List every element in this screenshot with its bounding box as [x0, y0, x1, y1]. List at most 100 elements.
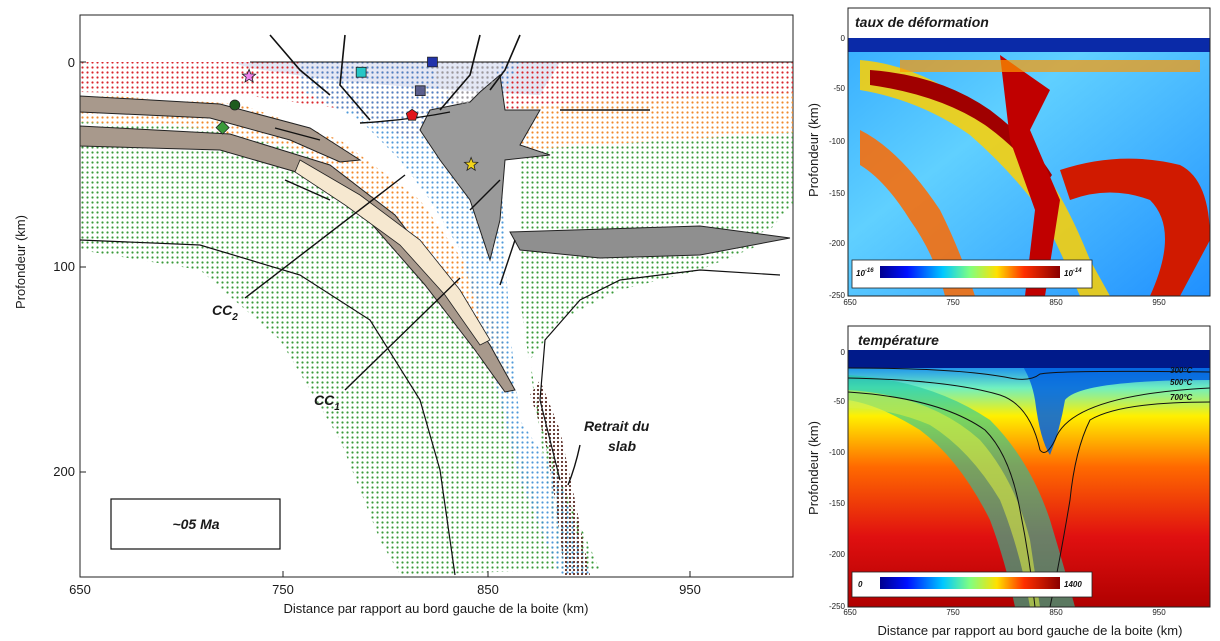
strain-ytick-50: -50 — [833, 84, 845, 93]
fault-line-3 — [439, 34, 481, 111]
main-plot-area — [80, 34, 793, 576]
cc1-text: CC — [314, 392, 335, 408]
strain-cbar-max-exp: -14 — [1073, 268, 1082, 274]
main-ylabel: Profondeur (km) — [13, 215, 28, 309]
cc1-label: CC1 — [314, 392, 340, 413]
cc2-sub: 2 — [231, 312, 238, 323]
temp-xtick-950: 950 — [1152, 608, 1166, 617]
marker-star-0 — [241, 68, 257, 83]
temp-frame — [847, 325, 1211, 608]
strain-frame — [847, 7, 1211, 297]
temp-wedge-dip — [1010, 350, 1210, 455]
blue-wedge — [300, 62, 590, 575]
orange-layer-right — [520, 92, 793, 150]
strain-ytick-100: -100 — [829, 137, 846, 146]
age-label: ~05 Ma — [172, 516, 219, 532]
strain-ytick-250: -250 — [829, 291, 846, 300]
marker-star-7 — [463, 156, 479, 172]
temp-xlabel: Distance par rapport au bord gauche de l… — [878, 623, 1183, 638]
arrow-slab-1 — [274, 127, 321, 141]
strain-cbar-min-exp: -16 — [865, 268, 874, 274]
temp-ytick-150: -150 — [829, 499, 846, 508]
marker-square-2 — [427, 56, 438, 68]
main-xtick-850: 850 — [477, 582, 499, 597]
fault-line-4 — [489, 34, 521, 91]
retrait-arrow — [567, 444, 581, 486]
mantle-boundary-curve — [80, 239, 456, 576]
slab-tail — [530, 380, 590, 575]
temp-ytick-50: -50 — [833, 397, 845, 406]
age-box — [110, 498, 281, 550]
marker-circle-4 — [229, 99, 241, 111]
temp-title: température — [858, 332, 939, 348]
cc1-sub: 1 — [334, 402, 340, 413]
cc2-leader-line — [244, 174, 406, 299]
marker-pentagon-6 — [405, 108, 419, 121]
temp-xtick-850: 850 — [1049, 608, 1063, 617]
slab-core — [294, 159, 491, 346]
temp-xtick-650: 650 — [843, 608, 857, 617]
strain-panel: taux de déformation 10-16 10-14 0 -50 -1… — [806, 7, 1211, 307]
strain-xtick-950: 950 — [1152, 298, 1166, 307]
temp-ytick-0: 0 — [841, 348, 846, 357]
strain-ytick-200: -200 — [829, 239, 846, 248]
main-xtick-750: 750 — [272, 582, 294, 597]
isotherm-700 — [848, 391, 1210, 607]
marker-square-3 — [414, 85, 426, 96]
isotherm-300 — [848, 367, 1210, 380]
strain-surface-band — [848, 38, 1210, 52]
temp-ytick-250: -250 — [829, 602, 846, 611]
arrow-upper-1 — [359, 111, 451, 124]
isotherm-label-500: 500°C — [1170, 378, 1193, 387]
retrait-label-1: Retrait du — [584, 418, 650, 434]
strain-ylabel: Profondeur (km) — [806, 103, 821, 197]
strain-xtick-650: 650 — [843, 298, 857, 307]
strain-ytick-0: 0 — [841, 34, 846, 43]
strain-cbar-max: 10-14 — [1064, 268, 1082, 278]
strain-heatmap — [848, 8, 1210, 296]
arrow-slab-2 — [284, 179, 331, 201]
cc1-leader-line — [344, 277, 461, 391]
isotherm-label-300: 300°C — [1170, 366, 1193, 375]
temp-ytick-100: -100 — [829, 448, 846, 457]
orange-slab-band — [80, 94, 512, 385]
main-xlabel: Distance par rapport au bord gauche de l… — [284, 601, 589, 616]
temp-colorbar — [880, 577, 1060, 589]
temp-heatmap — [848, 326, 1210, 607]
temp-xtick-750: 750 — [946, 608, 960, 617]
strain-wedge-shear — [1000, 55, 1060, 296]
strain-right-lobe — [1060, 158, 1210, 296]
cc2-text: CC — [212, 302, 233, 318]
fault-line-1 — [269, 34, 331, 96]
right-boundary-curve — [539, 269, 781, 481]
strain-left-lobe — [860, 130, 975, 296]
strain-title: taux de déformation — [855, 14, 989, 30]
strain-cbar-min: 10-16 — [856, 268, 874, 278]
strain-colorbar — [880, 266, 1060, 278]
cc2-label: CC2 — [212, 302, 238, 323]
temp-ylabel: Profondeur (km) — [806, 421, 821, 515]
temp-cbar-min: 0 — [858, 580, 863, 589]
main-ytick-100: 100 — [53, 259, 75, 274]
isotherm-500 — [848, 377, 1210, 453]
grey-tongue — [509, 225, 791, 259]
arrow-wedge-2 — [499, 239, 516, 286]
main-ytick-200: 200 — [53, 464, 75, 479]
strain-slab-shear — [870, 70, 1052, 185]
temp-slab-warm — [848, 390, 1040, 607]
strain-cbar-max-base: 10 — [1064, 269, 1073, 278]
main-xtick-650: 650 — [69, 582, 91, 597]
retrait-label-2: slab — [608, 438, 636, 454]
temp-title-band — [848, 326, 1210, 350]
main-panel: 0 100 200 650 750 850 950 Distance par r… — [13, 14, 794, 616]
main-markers — [215, 56, 479, 172]
marker-diamond-5 — [215, 120, 230, 135]
arrow-wedge-1 — [469, 179, 501, 211]
temp-panel: température 300°C 500°C 700°C 0 1400 0 -… — [806, 325, 1211, 638]
main-xtick-950: 950 — [679, 582, 701, 597]
temp-surface-band — [848, 350, 1210, 368]
temp-ytick-200: -200 — [829, 550, 846, 559]
strain-top-layer — [900, 60, 1200, 72]
brown-upper-band — [80, 95, 362, 163]
